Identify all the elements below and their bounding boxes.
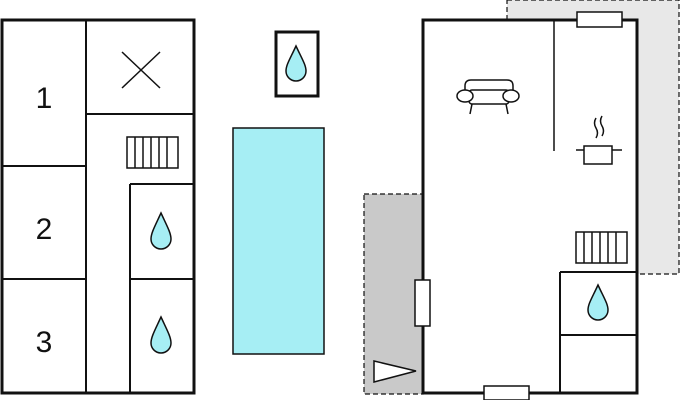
right-building-outline <box>421 18 639 395</box>
radiator-icon <box>575 231 628 264</box>
cooking-pot-icon <box>576 115 622 165</box>
bedroom-label-2: 2 <box>36 213 53 246</box>
bedroom-label-3: 3 <box>36 326 53 359</box>
radiator-icon <box>126 136 179 169</box>
door-icon <box>483 385 530 400</box>
water-drop-icon <box>285 44 307 82</box>
door-icon <box>576 11 623 28</box>
swimming-pool <box>232 127 325 355</box>
terrace-dark <box>363 193 424 395</box>
x-mark-icon <box>121 51 161 89</box>
left-building: 1 2 3 <box>0 18 196 395</box>
pool-area <box>232 30 325 355</box>
door-icon <box>414 279 431 327</box>
water-drop-icon <box>150 211 172 250</box>
water-drop-icon <box>587 283 609 321</box>
right-building <box>363 0 680 400</box>
sofa-icon <box>456 79 520 115</box>
bedroom-label-1: 1 <box>36 82 53 115</box>
triangle-arrow-icon <box>373 360 417 383</box>
water-drop-icon <box>150 315 172 354</box>
